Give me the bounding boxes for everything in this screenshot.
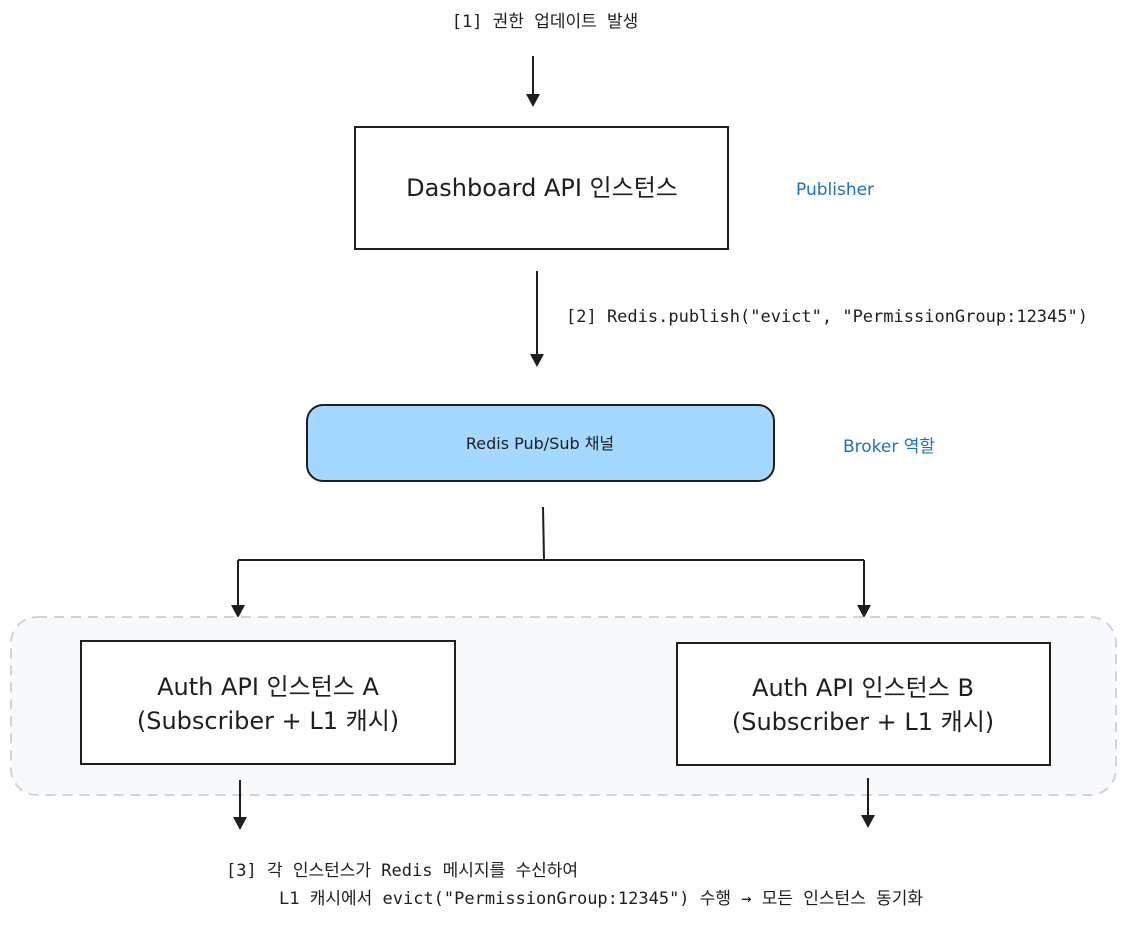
arrow-step1-to-dashboard [526,56,540,107]
step-3-label-line1: [3] 각 인스턴스가 Redis 메시지를 수신하여 [226,861,578,881]
auth-api-a-subtitle: (Subscriber + L1 캐시) [137,707,399,735]
broker-role-label: Broker 역할 [843,437,935,457]
auth-api-a-title: Auth API 인스턴스 A [157,673,379,701]
arrow-auth-b-out [861,778,875,828]
fanout-connector [231,506,871,618]
redis-pubsub-node: Redis Pub/Sub 채널 [306,404,775,482]
redis-pubsub-label: Redis Pub/Sub 채널 [466,434,614,453]
auth-api-b-subtitle: (Subscriber + L1 캐시) [732,708,994,736]
dashboard-api-node: Dashboard API 인스턴스 [354,126,729,250]
auth-api-b-title: Auth API 인스턴스 B [752,674,974,702]
auth-api-b-node: Auth API 인스턴스 B (Subscriber + L1 캐시) [676,642,1051,766]
step-3-label-line2: L1 캐시에서 evict("PermissionGroup:12345") 수… [279,889,923,909]
auth-api-a-node: Auth API 인스턴스 A (Subscriber + L1 캐시) [80,640,456,765]
step-2-label: [2] Redis.publish("evict", "PermissionGr… [566,307,1088,327]
arrow-dashboard-to-redis [530,271,544,367]
dashboard-api-label: Dashboard API 인스턴스 [406,174,678,202]
step-1-label: [1] 권한 업데이트 발생 [452,12,639,32]
arrow-auth-a-out [233,780,247,830]
publisher-role-label: Publisher [796,180,874,200]
